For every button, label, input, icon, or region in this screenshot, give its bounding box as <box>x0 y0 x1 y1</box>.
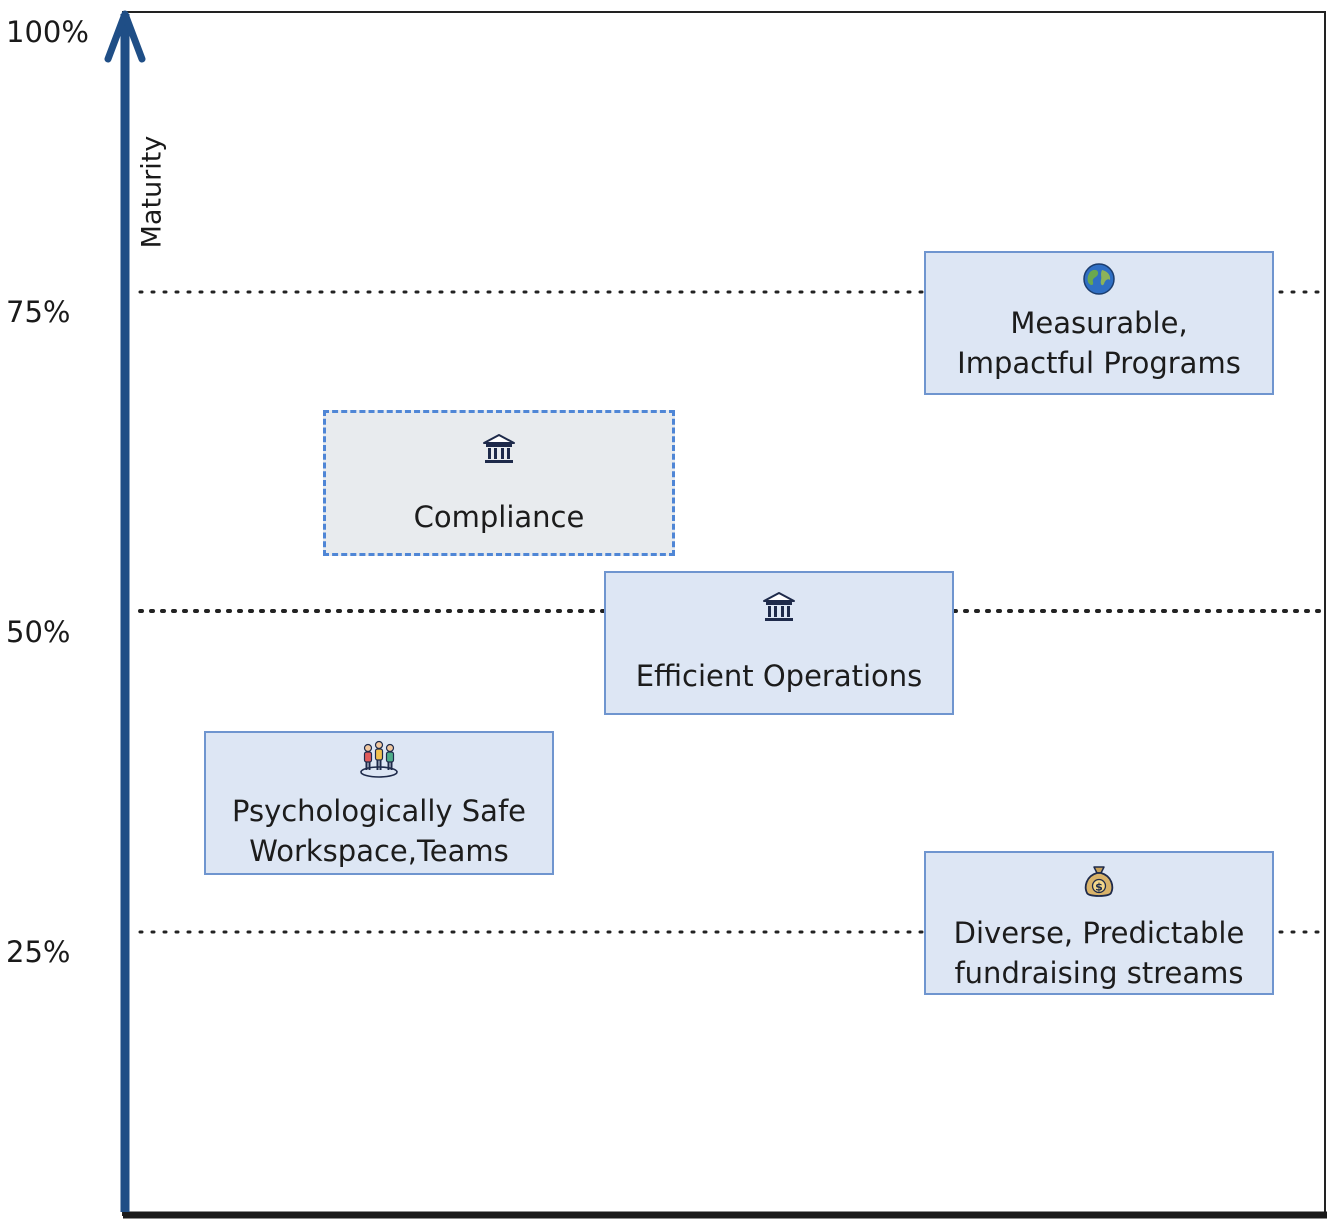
box-label-line-2: Impactful Programs <box>957 346 1241 380</box>
box-compliance[interactable]: Compliance <box>323 410 675 556</box>
bank-icon <box>606 589 952 625</box>
box-label-line-2: fundraising streams <box>954 956 1244 990</box>
tick-label-25: 25% <box>6 935 71 969</box>
tick-label-100: 100% <box>6 15 89 49</box>
svg-text:$: $ <box>1095 881 1103 894</box>
box-label-line-2: Workspace,Teams <box>249 834 509 868</box>
team-icon <box>206 740 552 778</box>
box-fundraising-streams[interactable]: $ Diverse, Predictable fundraising strea… <box>924 851 1274 995</box>
box-label-line-1: Efficient Operations <box>635 659 923 693</box>
bank-icon <box>326 431 672 467</box>
box-psychologically-safe[interactable]: Psychologically Safe Workspace,Teams <box>204 731 554 875</box>
money-bag-icon: $ <box>926 863 1272 899</box>
box-measurable-programs[interactable]: Measurable, Impactful Programs <box>924 251 1274 395</box>
box-efficient-operations[interactable]: Efficient Operations <box>604 571 954 715</box>
globe-icon <box>926 261 1272 297</box>
y-axis-arrowhead <box>104 10 146 63</box>
box-label-line-1: Compliance <box>413 500 585 534</box>
box-label-line-1: Psychologically Safe <box>231 794 527 828</box>
box-label-line-1: Measurable, <box>1010 306 1188 340</box>
tick-label-50: 50% <box>6 615 71 649</box>
y-axis-title: Maturity <box>136 135 168 249</box>
tick-label-75: 75% <box>6 295 71 329</box>
box-label-line-1: Diverse, Predictable <box>953 916 1245 950</box>
